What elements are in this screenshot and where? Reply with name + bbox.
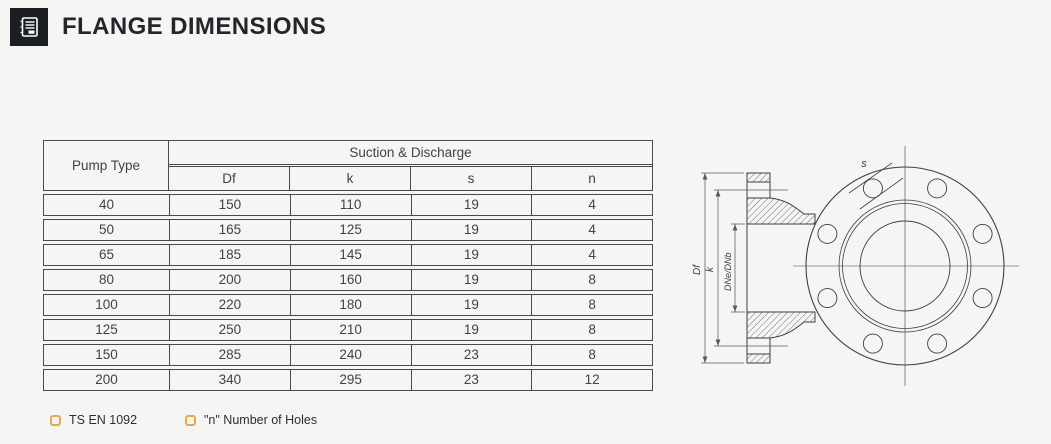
bolt-hole xyxy=(927,178,948,199)
flange-body-top xyxy=(746,197,816,225)
cell-pump-type: 65 xyxy=(98,247,115,262)
flange-body-bottom xyxy=(746,311,816,339)
bolt-holes xyxy=(817,178,993,354)
cell-pump-type: 150 xyxy=(95,347,118,362)
cell-df: 285 xyxy=(169,345,290,365)
cell-n: 8 xyxy=(531,320,652,340)
k-dimension-label: k xyxy=(705,266,716,272)
page-title: FLANGE DIMENSIONS xyxy=(62,13,327,40)
cell-df: 185 xyxy=(169,245,290,265)
cell-pump-type: 100 xyxy=(95,297,118,312)
bolt-hole xyxy=(862,178,883,199)
cell-df: 250 xyxy=(169,320,290,340)
cell-k: 125 xyxy=(289,220,411,240)
cell-s: 23 xyxy=(410,370,532,390)
flange-rim-bottom xyxy=(746,353,771,364)
cell-pump-type: 50 xyxy=(98,222,115,237)
footnote-standard: TS EN 1092 xyxy=(50,413,137,427)
cell-pump-type: 125 xyxy=(95,322,118,337)
cell-df: 220 xyxy=(169,295,290,315)
cell-s: 19 xyxy=(410,270,532,290)
orange-bullet-icon xyxy=(185,414,196,426)
flange-rim-top xyxy=(746,172,771,183)
notebook-icon-glyph xyxy=(20,17,38,37)
footnote-label: TS EN 1092 xyxy=(69,413,138,427)
s-callout xyxy=(848,162,904,210)
bolt-hole xyxy=(972,288,993,309)
raised-face-inner-circle xyxy=(842,203,968,329)
cell-k: 110 xyxy=(289,195,411,215)
cell-k: 180 xyxy=(289,295,411,315)
cell-n: 4 xyxy=(531,245,652,265)
cell-df: 165 xyxy=(169,220,290,240)
bore-circle xyxy=(859,220,951,312)
cell-n: 8 xyxy=(531,270,652,290)
cell-s: 19 xyxy=(410,195,532,215)
cell-n: 8 xyxy=(531,345,652,365)
cell-n: 4 xyxy=(531,220,652,240)
column-header-k: k xyxy=(289,167,410,190)
footnote-label: "n" Number of Holes xyxy=(204,413,318,427)
cell-k: 295 xyxy=(289,370,411,390)
outer-diameter-circle xyxy=(805,166,1005,366)
s-dimension-label: s xyxy=(861,158,867,170)
cell-df: 200 xyxy=(169,270,290,290)
cell-pump-type: 200 xyxy=(95,372,118,387)
dimension-lines xyxy=(701,172,788,364)
column-header-n: n xyxy=(531,167,652,190)
column-header-s: s xyxy=(410,167,531,190)
cell-k: 160 xyxy=(289,270,411,290)
cell-s: 19 xyxy=(410,220,532,240)
notebook-icon xyxy=(10,8,48,46)
flange-technical-drawing: Df k DNe/DNb xyxy=(692,146,1019,386)
cell-k: 240 xyxy=(289,345,411,365)
column-header-df: Df xyxy=(222,171,236,186)
cell-n: 8 xyxy=(531,295,652,315)
cell-s: 23 xyxy=(410,345,532,365)
cell-s: 19 xyxy=(410,245,532,265)
cell-df: 340 xyxy=(169,370,290,390)
column-header-pump-type: Pump Type xyxy=(44,141,169,190)
cell-k: 210 xyxy=(289,320,411,340)
side-section-view xyxy=(746,172,816,364)
bore-dimension-label: DNe/DNb xyxy=(723,252,733,291)
cell-k: 145 xyxy=(289,245,411,265)
cell-n: 4 xyxy=(531,195,652,215)
footnote-holes: "n" Number of Holes xyxy=(185,413,317,427)
cell-pump-type: 80 xyxy=(98,272,115,287)
bolt-hole xyxy=(972,223,993,244)
bolt-hole xyxy=(927,333,948,354)
group-header-suction-discharge: Suction & Discharge xyxy=(169,141,652,165)
bolt-hole xyxy=(817,223,838,244)
raised-face-outer-circle xyxy=(838,199,972,333)
cell-s: 19 xyxy=(410,320,532,340)
cell-n: 12 xyxy=(531,370,652,390)
df-dimension-label: Df xyxy=(692,264,703,275)
cell-df: 150 xyxy=(169,195,290,215)
front-view xyxy=(793,146,1019,386)
cell-pump-type: 40 xyxy=(98,197,115,212)
cell-s: 19 xyxy=(410,295,532,315)
bolt-hole xyxy=(817,288,838,309)
orange-bullet-icon xyxy=(50,414,61,426)
bolt-hole xyxy=(862,333,883,354)
